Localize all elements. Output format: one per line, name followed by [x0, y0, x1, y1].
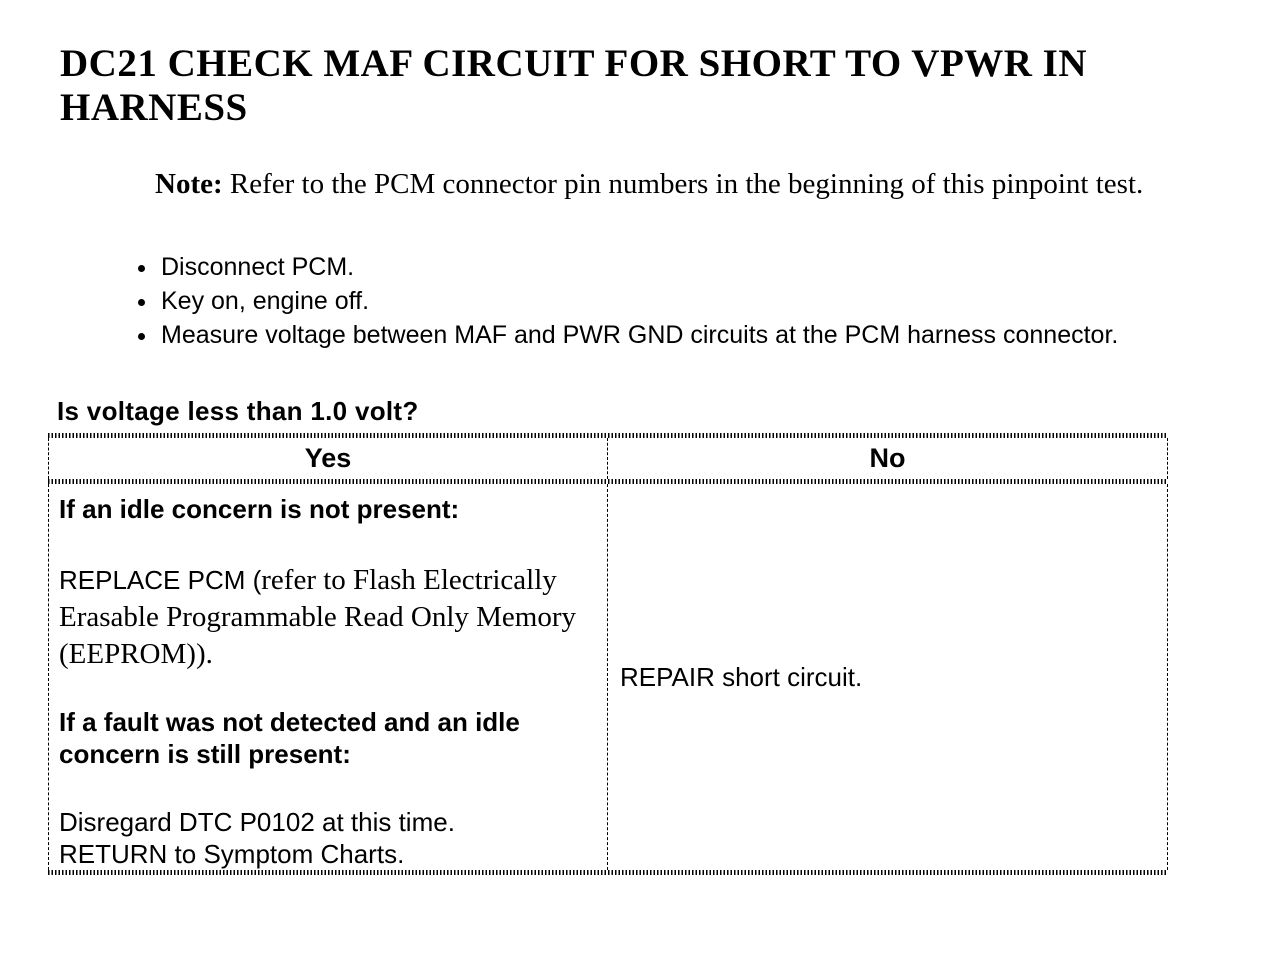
yes-condition-1: If an idle concern is not present:	[59, 494, 460, 524]
step-measure-voltage: Measure voltage between MAF and PWR GND …	[159, 318, 1280, 352]
page-title: DC21 CHECK MAF CIRCUIT FOR SHORT TO VPWR…	[60, 42, 1280, 130]
table-bottom-border	[48, 870, 1168, 875]
note-label: Note:	[155, 168, 223, 200]
yes-action-1-sans: REPLACE PCM (	[59, 565, 262, 595]
test-question: Is voltage less than 1.0 volt?	[57, 396, 419, 426]
header-yes: Yes	[48, 438, 608, 479]
no-cell-text: REPAIR short circuit.	[620, 661, 863, 692]
yes-cell: If an idle concern is not present: REPLA…	[48, 484, 608, 870]
result-table: Yes No If an idle concern is not present…	[48, 433, 1168, 875]
yes-action-2-line2: RETURN to Symptom Charts.	[59, 839, 405, 869]
header-no: No	[608, 438, 1168, 479]
table-body-row: If an idle concern is not present: REPLA…	[48, 484, 1168, 870]
yes-action-1-serif: refer to Flash Electrically Erasable Pro…	[59, 564, 577, 670]
yes-condition-2: If a fault was not detected and an idle …	[59, 707, 520, 769]
procedure-steps: Disconnect PCM. Key on, engine off. Meas…	[143, 250, 1280, 352]
no-cell: REPAIR short circuit.	[608, 484, 1168, 870]
yes-action-2: Disregard DTC P0102 at this time.RETURN …	[59, 806, 593, 870]
yes-action-2-line1: Disregard DTC P0102 at this time.	[59, 807, 455, 837]
table-header-divider	[48, 479, 1168, 484]
yes-action-1: REPLACE PCM (refer to Flash Electrically…	[59, 562, 593, 673]
step-disconnect-pcm: Disconnect PCM.	[159, 250, 1280, 284]
page-title-line1: DC21 CHECK MAF CIRCUIT FOR SHORT TO VPWR…	[60, 42, 1088, 85]
page-title-line2: HARNESS	[60, 86, 248, 129]
table-top-border	[48, 433, 1168, 438]
note: Note: Refer to the PCM connector pin num…	[155, 164, 1240, 204]
step-key-on: Key on, engine off.	[159, 284, 1280, 318]
note-text: Refer to the PCM connector pin numbers i…	[222, 168, 1144, 200]
table-header-row: Yes No	[48, 438, 1168, 479]
